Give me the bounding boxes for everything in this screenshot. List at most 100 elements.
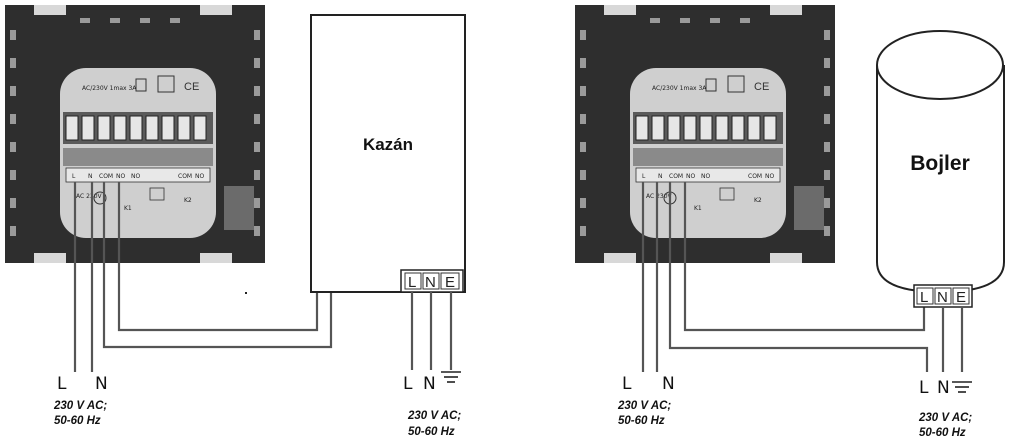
terminal-block-kazan: L N E [400, 269, 464, 293]
thermostat-back-left: AC/230V 1max 3A CE L N COM NO NO COM [5, 5, 265, 263]
voltage-mark: AC 230V [76, 193, 103, 200]
relay-contact-symbol [93, 191, 107, 205]
weee-bin-icon [727, 75, 745, 93]
terminal-cell [422, 272, 440, 290]
mount-tab [200, 5, 232, 15]
terminal-L: L [920, 289, 928, 306]
tank-top [876, 30, 1004, 100]
wires-right [641, 182, 929, 372]
supply-wire-label: N [937, 378, 950, 398]
supply-spec-line1: 230 V AC; [53, 400, 107, 412]
wires-left [73, 182, 333, 372]
weee-bin-icon [157, 75, 175, 93]
relay-label: K2 [184, 197, 192, 204]
terminal-block-bojler: L N E [913, 284, 973, 308]
terminal-label: NO [131, 173, 140, 180]
wire-com [102, 182, 333, 349]
mount-tab [770, 253, 802, 263]
mount-tab [34, 5, 66, 15]
terminal-E: E [956, 289, 966, 306]
terminal-label: NO [195, 173, 204, 180]
wire-entry-row [633, 148, 783, 166]
relay-label: K1 [694, 205, 702, 212]
terminal-N: N [425, 274, 436, 291]
mount-tab [770, 5, 802, 15]
wire-entry-row [63, 148, 213, 166]
terminal-label: NO [701, 173, 710, 180]
terminal-label: NO [765, 173, 774, 180]
screw-terminals [635, 115, 777, 141]
boiler-box [310, 14, 466, 293]
terminal-label: COM [748, 173, 762, 180]
terminal-cell [916, 287, 934, 305]
voltage-mark: AC 230V [646, 193, 673, 200]
terminal-cell [404, 272, 422, 290]
supply-wires-bojler [941, 307, 964, 372]
terminal-cell [952, 287, 970, 305]
thermostat-back-right: AC/230V 1max 3A CE L N COM NO NO COM NO … [575, 5, 835, 263]
terminal-N: N [937, 289, 948, 306]
terminal-label: COM [178, 173, 192, 180]
supply-wires-kazan [410, 292, 453, 370]
supply-spec-line1: 230 V AC; [407, 410, 461, 422]
mount-tab [34, 253, 66, 263]
housing-slot [794, 186, 824, 230]
ce-mark-icon: CE [754, 81, 769, 93]
wire-no [683, 182, 926, 332]
ground-icon [441, 371, 461, 383]
supply-spec-line2: 50-60 Hz [919, 427, 966, 439]
cert-icon [705, 78, 717, 92]
supply-spec-line2: 50-60 Hz [54, 415, 101, 427]
terminal-label: COM [99, 173, 113, 180]
diagram-kazan: AC/230V 1max 3A CE L N COM NO NO COM [5, 5, 466, 438]
supply-spec-line1: 230 V AC; [617, 400, 671, 412]
terminal-cell [440, 272, 460, 290]
supply-wire-label: L [57, 374, 67, 394]
supply-wire-label: N [662, 374, 675, 394]
terminal-label: NO [116, 173, 125, 180]
supply-wire-label: N [423, 374, 436, 394]
terminal-label: N [88, 173, 93, 180]
housing-ribs [10, 18, 260, 236]
water-heater-tank: Bojler [876, 30, 1005, 294]
terminal-label: N [658, 173, 663, 180]
wire-com [668, 182, 929, 372]
ce-mark-icon: CE [184, 81, 199, 93]
terminal-cell [934, 287, 952, 305]
supply-wire-label: N [95, 374, 108, 394]
terminal-label: L [642, 173, 646, 180]
diagram-bojler: AC/230V 1max 3A CE L N COM NO NO COM NO … [575, 5, 1005, 439]
terminal-L: L [408, 274, 416, 291]
stray-dot [245, 292, 247, 294]
supply-spec-line1: 230 V AC; [918, 412, 972, 424]
supply-spec-line2: 50-60 Hz [618, 415, 665, 427]
mount-tab [604, 5, 636, 15]
thermostat-header-text: AC/230V 1max 3A [652, 85, 707, 92]
ground-icon [952, 381, 972, 393]
mount-tab [604, 253, 636, 263]
terminal-label-strip [65, 167, 211, 183]
wire-no [117, 182, 319, 332]
terminal-E: E [445, 274, 455, 291]
screw-terminals [65, 115, 207, 141]
housing-slot [224, 186, 254, 230]
sensor-icon [719, 187, 735, 201]
supply-wire-label: L [622, 374, 632, 394]
device-name: Kazán [363, 135, 413, 154]
thermostat-header-text: AC/230V 1max 3A [82, 85, 137, 92]
terminal-label-strip [635, 167, 781, 183]
supply-spec-line2: 50-60 Hz [408, 426, 455, 438]
terminal-label: COM [669, 173, 683, 180]
sensor-icon [149, 187, 165, 201]
mount-tab [200, 253, 232, 263]
cert-icon [135, 78, 147, 92]
supply-wire-label: L [919, 378, 929, 398]
terminal-label: NO [686, 173, 695, 180]
supply-wire-label: L [403, 374, 413, 394]
housing-ribs [580, 18, 830, 236]
relay-label: K2 [754, 197, 762, 204]
terminal-label: L [72, 173, 76, 180]
relay-label: K1 [124, 205, 132, 212]
device-name: Bojler [910, 152, 970, 175]
